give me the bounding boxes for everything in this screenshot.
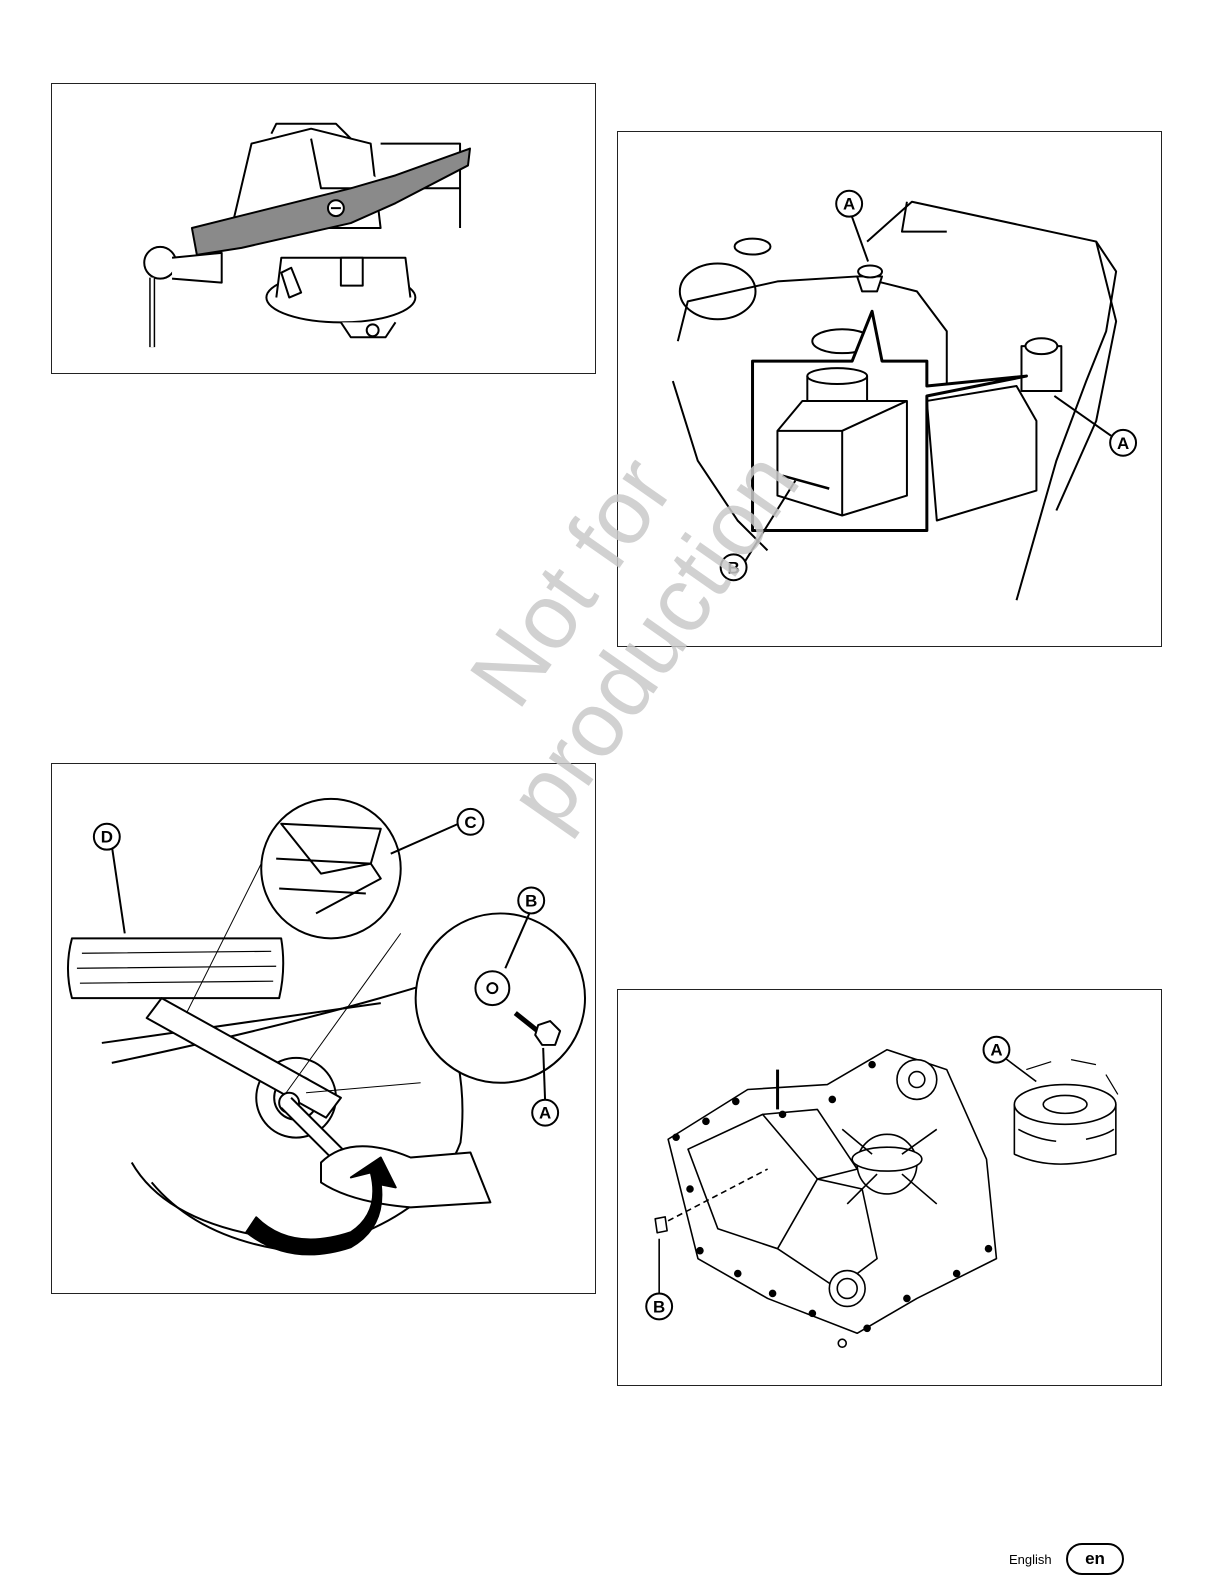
blade-in-vise-illustration <box>52 84 595 373</box>
svg-text:B: B <box>727 558 739 577</box>
callout-b: B <box>646 1293 672 1319</box>
svg-text:A: A <box>1117 434 1129 453</box>
callout-a: A <box>532 1100 558 1126</box>
figure-transmission: A B <box>617 989 1162 1386</box>
footer-language-label: English <box>1009 1552 1052 1567</box>
callout-a-top: A <box>836 191 862 217</box>
callout-a: A <box>984 1037 1010 1063</box>
svg-text:D: D <box>101 828 113 847</box>
svg-text:A: A <box>843 195 855 214</box>
figure-fluid-reservoir: A A B <box>617 131 1162 647</box>
callout-b: B <box>518 888 544 914</box>
callout-d: D <box>94 824 120 850</box>
language-code: en <box>1085 1549 1105 1569</box>
figure-blade-removal: D C B A <box>51 763 596 1294</box>
callout-c: C <box>457 809 483 835</box>
svg-text:A: A <box>990 1041 1002 1060</box>
language-code-badge: en <box>1066 1543 1124 1575</box>
callout-b: B <box>721 554 747 580</box>
transmission-filter-illustration: A B <box>618 990 1161 1385</box>
figure-blade-vise <box>51 83 596 374</box>
svg-text:B: B <box>525 891 537 910</box>
callout-a-right: A <box>1110 430 1136 456</box>
svg-text:B: B <box>653 1297 665 1316</box>
engine-fluid-reservoir-illustration: A A B <box>618 132 1161 646</box>
svg-text:A: A <box>539 1104 551 1123</box>
blade-removal-illustration: D C B A <box>52 764 595 1293</box>
svg-text:C: C <box>464 813 476 832</box>
